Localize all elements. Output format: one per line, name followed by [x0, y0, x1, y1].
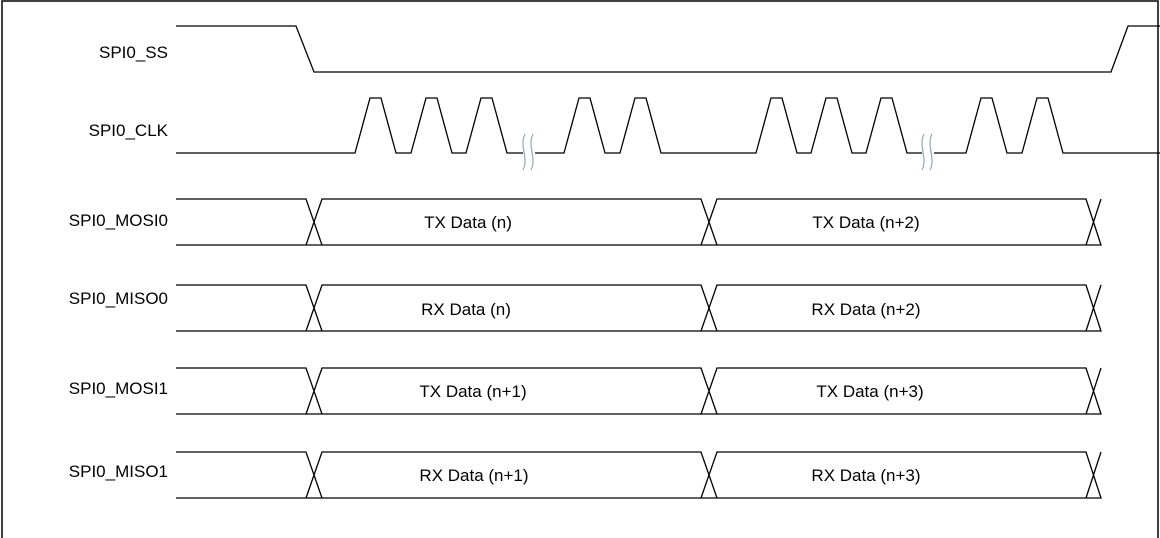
- mosi0-waveform: [176, 198, 1102, 246]
- mosi0-data-cell-1: TX Data (n): [424, 213, 512, 232]
- ss-waveform: [176, 25, 1160, 73]
- signal-label-spi0-mosi0: SPI0_MOSI0: [69, 211, 168, 230]
- miso0-data-cell-1: RX Data (n): [421, 300, 511, 319]
- mosi1-data-cell-1: TX Data (n+1): [419, 382, 526, 401]
- miso0-data-cell-2: RX Data (n+2): [811, 300, 920, 319]
- signal-label-spi0-ss: SPI0_SS: [99, 43, 168, 62]
- mosi1-data-cell-2: TX Data (n+3): [816, 382, 923, 401]
- miso0-waveform: [176, 284, 1102, 332]
- signal-label-spi0-mosi1: SPI0_MOSI1: [69, 379, 168, 398]
- mosi0-data-cell-2: TX Data (n+2): [812, 213, 919, 232]
- miso1-waveform: [176, 451, 1102, 499]
- signal-label-spi0-miso0: SPI0_MISO0: [69, 289, 168, 308]
- clk-waveform: [176, 97, 1160, 171]
- miso1-data-cell-2: RX Data (n+3): [811, 466, 920, 485]
- miso1-data-cell-1: RX Data (n+1): [419, 466, 528, 485]
- signal-label-spi0-clk: SPI0_CLK: [89, 121, 169, 140]
- mosi1-waveform: [176, 367, 1102, 415]
- signal-label-spi0-miso1: SPI0_MISO1: [69, 462, 168, 481]
